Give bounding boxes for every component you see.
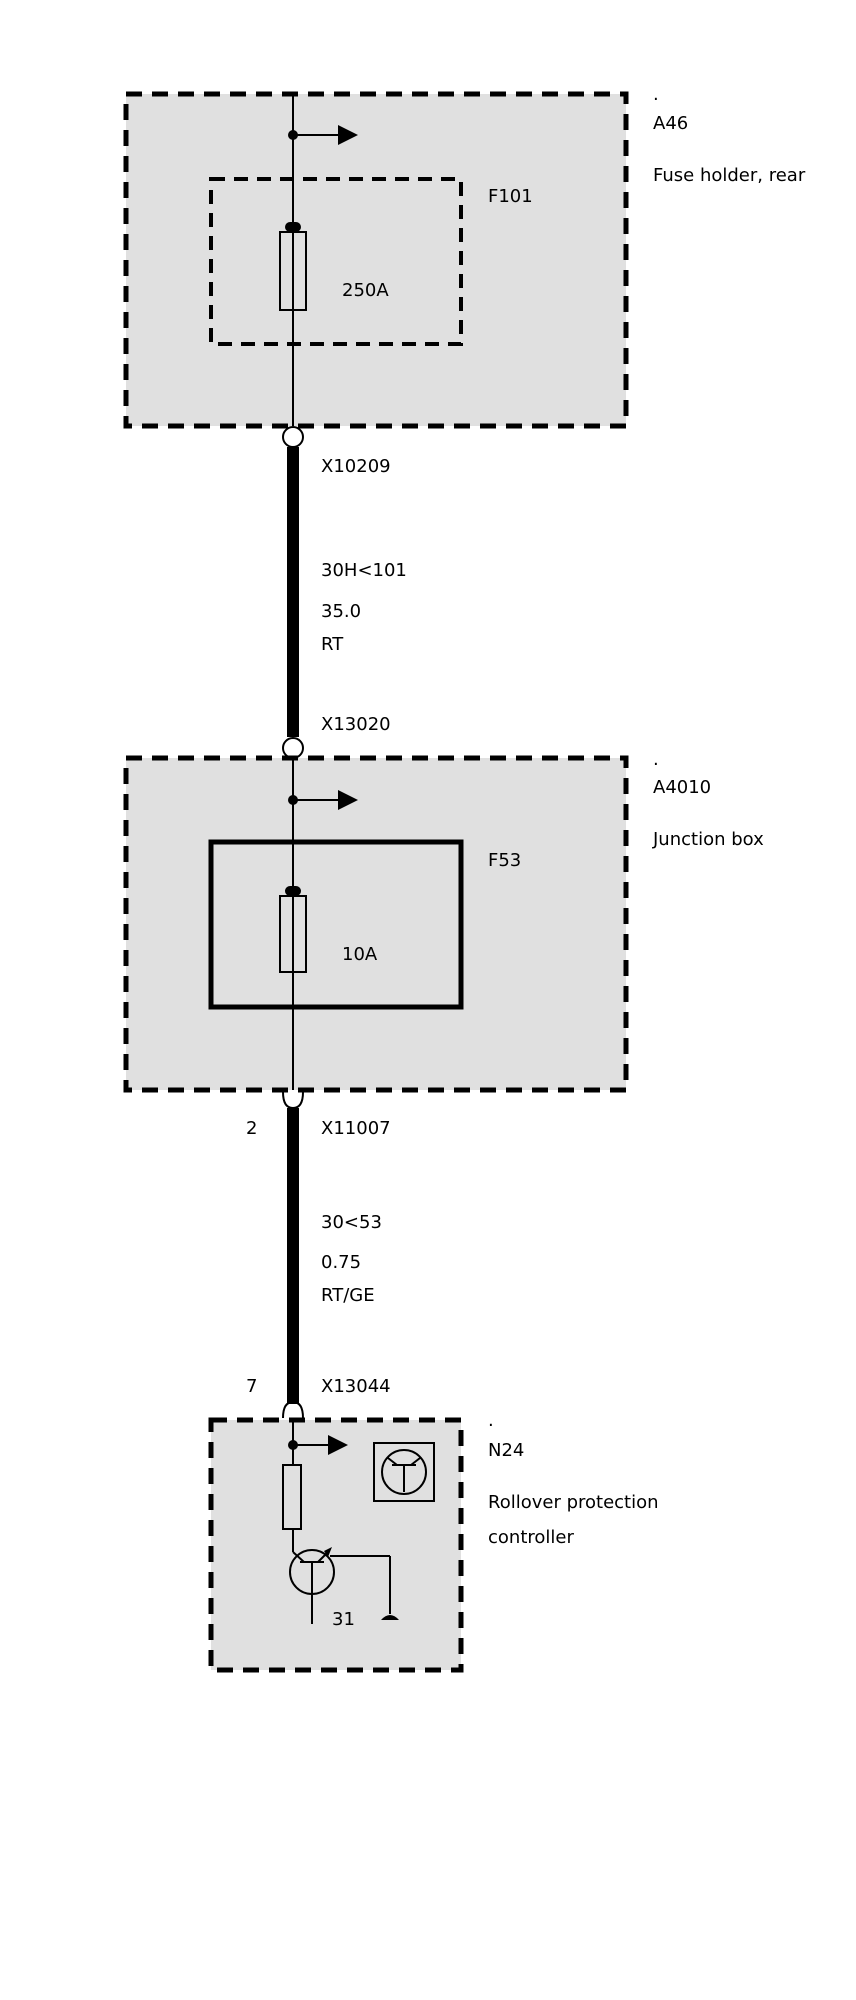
- f53-fuse-cap: [285, 886, 301, 896]
- n24-housing: [208, 1417, 464, 1673]
- x11007-label: X11007: [321, 1118, 391, 1139]
- ground-icon: [381, 1615, 399, 1620]
- x10209-connector-icon: [282, 426, 304, 448]
- x11007-connector-icon: [282, 1091, 304, 1110]
- a4010-junction-box-block: 10A F53 . A4010 Junction box: [123, 749, 764, 1093]
- a46-fuse-holder-block: 250A F101 . A46 Fuse holder, rear: [123, 84, 806, 429]
- x13044-pin: 7: [246, 1376, 257, 1397]
- wire1-section: 35.0: [321, 601, 361, 622]
- a46-label: A46: [653, 113, 688, 134]
- f101-enclosure: [209, 177, 463, 346]
- a4010-housing: [123, 755, 629, 1093]
- n24-controller-block: 31 . N24 Rollover protection controller: [208, 1410, 659, 1673]
- x13044-label: X13044: [321, 1376, 391, 1397]
- n24-label: N24: [488, 1440, 524, 1461]
- a46-branch-arrow-icon: [338, 125, 358, 145]
- wire2-color: RT/GE: [321, 1285, 375, 1306]
- a4010-branch-arrow-icon: [338, 790, 358, 810]
- a4010-label: A4010: [653, 777, 711, 798]
- f53-enclosure: [208, 839, 464, 1010]
- n24-transistor-icon: [289, 1547, 335, 1624]
- n24-description-line2: controller: [488, 1527, 574, 1548]
- f101-rating: 250A: [342, 280, 389, 301]
- x11007-pin: 2: [246, 1118, 257, 1139]
- a4010-description: Junction box: [652, 829, 764, 850]
- n24-branch-arrow-icon: [328, 1435, 348, 1455]
- x10209-label: X10209: [321, 456, 391, 477]
- a46-housing: [123, 91, 629, 429]
- wire1-color: RT: [321, 634, 344, 655]
- f53-rating: 10A: [342, 944, 378, 965]
- a46-dot: .: [653, 84, 659, 105]
- x13020-connector-icon: [282, 737, 304, 759]
- f53-label: F53: [488, 850, 521, 871]
- a46-description: Fuse holder, rear: [653, 165, 806, 186]
- x13044-connector-icon: [282, 1400, 304, 1419]
- wire2-section: 0.75: [321, 1252, 361, 1273]
- x13020-label: X13020: [321, 714, 391, 735]
- n24-description-line1: Rollover protection: [488, 1492, 659, 1513]
- wire1-circuit: 30H<101: [321, 560, 407, 581]
- f101-fuse-cap: [285, 222, 301, 232]
- wire2-circuit: 30<53: [321, 1212, 382, 1233]
- n24-ground-label: 31: [332, 1609, 355, 1630]
- electronic-module-icon: [373, 1442, 435, 1502]
- n24-dot: .: [488, 1410, 494, 1431]
- f101-label: F101: [488, 186, 533, 207]
- a4010-dot: .: [653, 749, 659, 770]
